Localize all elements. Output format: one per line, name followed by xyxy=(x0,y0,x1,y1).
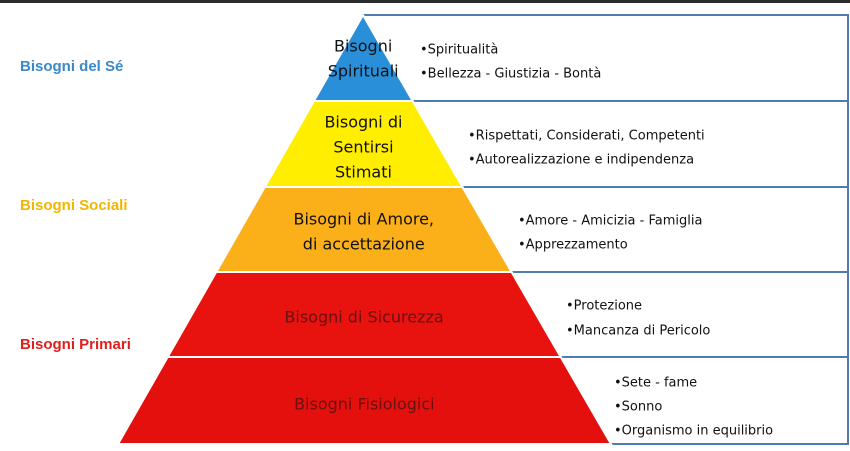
pyramid-level-3-title-line: di accettazione xyxy=(303,235,425,254)
info-box-level-5-item: •Sete - fame xyxy=(614,376,697,391)
category-label-primary: Bisogni Primari xyxy=(20,336,131,353)
info-box-level-1-item: •Spiritualità xyxy=(420,43,498,58)
pyramid-level-1-title-line: Bisogni xyxy=(334,37,392,56)
pyramid-level-5-title-line: Bisogni Fisiologici xyxy=(294,395,435,414)
info-box-level-1 xyxy=(362,14,849,102)
pyramid-level-4-title-line: Bisogni di Sicurezza xyxy=(284,308,443,327)
info-box-level-2-item: •Rispettati, Considerati, Competenti xyxy=(468,129,705,144)
top-border xyxy=(0,0,850,3)
info-box-level-2-item: •Autorealizzazione e indipendenza xyxy=(468,153,694,168)
pyramid-level-2-title-line: Stimati xyxy=(335,163,392,182)
pyramid-level-1-title-line: Spirituali xyxy=(328,62,399,81)
info-box-level-4 xyxy=(510,271,849,358)
category-label-self: Bisogni del Sé xyxy=(20,58,124,75)
info-box-level-3-item: •Apprezzamento xyxy=(518,238,628,253)
info-box-level-5-item: •Sonno xyxy=(614,400,662,415)
info-box-level-4-item: •Protezione xyxy=(566,299,642,314)
info-box-level-4-item: •Mancanza di Pericolo xyxy=(566,324,710,339)
pyramid-level-5 xyxy=(116,356,613,445)
category-label-social: Bisogni Sociali xyxy=(20,197,128,214)
info-box-level-2 xyxy=(411,100,849,188)
info-box-level-5-item: •Organismo in equilibrio xyxy=(614,424,773,439)
info-box-level-3-item: •Amore - Amicizia - Famiglia xyxy=(518,214,702,229)
pyramid-level-2-title-line: Sentirsi xyxy=(333,138,393,157)
info-box-level-5 xyxy=(559,356,849,445)
pyramid-level-3-title-line: Bisogni di Amore, xyxy=(293,210,434,229)
info-box-level-3 xyxy=(461,186,849,273)
info-box-level-1-item: •Bellezza - Giustizia - Bontà xyxy=(420,67,601,82)
pyramid-level-2-title-line: Bisogni di xyxy=(324,113,402,132)
pyramid-level-3 xyxy=(214,186,514,273)
